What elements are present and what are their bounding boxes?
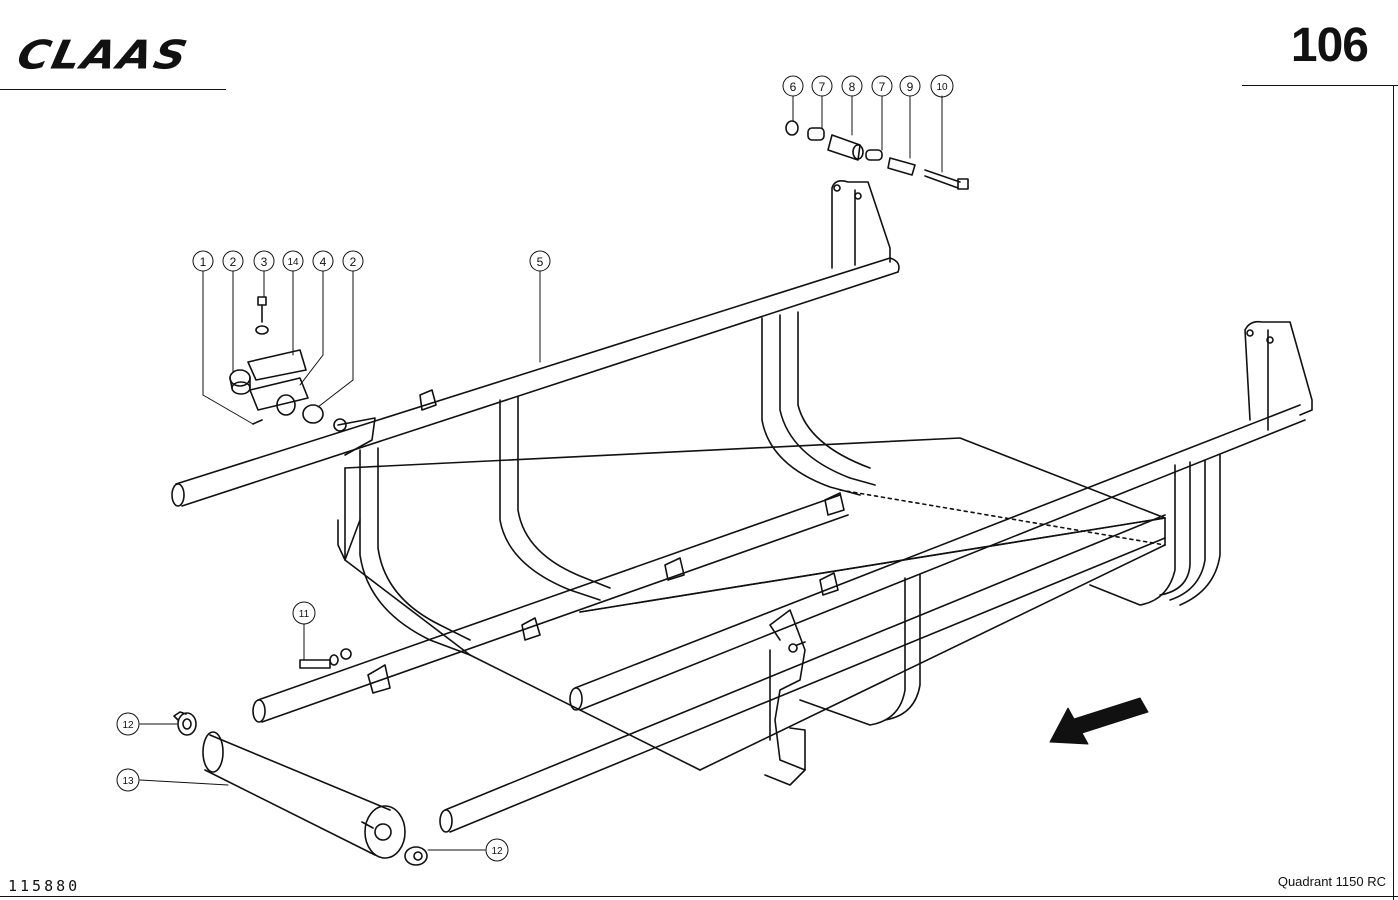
callout-9 (899, 75, 921, 97)
pin-assembly (785, 120, 969, 190)
model-name: Quadrant 1150 RC (1277, 874, 1386, 889)
callout-label-1: 1 (200, 255, 207, 269)
lower-front-tube (439, 514, 1166, 833)
callout-7b (871, 75, 893, 97)
drawing-number: 115880 (8, 877, 81, 895)
header-rule-right (1242, 85, 1398, 86)
callout-label-13: 13 (122, 776, 134, 787)
callout-label-12b: 12 (491, 846, 503, 857)
front-bracket (1244, 320, 1313, 431)
bushing-12-lower (404, 846, 428, 866)
callout-label-14: 14 (287, 257, 299, 268)
page-number: 106 (1290, 19, 1369, 72)
arrow-down-left-icon (1049, 697, 1149, 745)
callout-5 (529, 250, 551, 272)
callout-label-11: 11 (299, 609, 310, 620)
lower-left-tube (252, 494, 849, 723)
header-rule-left (0, 89, 226, 90)
callout-14 (282, 250, 304, 272)
callout-2a (222, 250, 244, 272)
callout-label-7a: 7 (819, 80, 826, 94)
bolt-11-assembly (299, 648, 352, 669)
callout-labels: 1 2 3 14 4 2 5 6 7 8 7 9 10 11 12 13 12 (122, 80, 948, 857)
frame-bottom-border (0, 896, 1398, 897)
callout-8 (841, 75, 863, 97)
callout-label-2a: 2 (230, 255, 237, 269)
callout-2b (342, 250, 364, 272)
callout-label-10: 10 (936, 82, 948, 93)
callout-4 (312, 250, 334, 272)
callout-label-2b: 2 (350, 255, 357, 269)
callout-label-5: 5 (537, 255, 544, 269)
frame-right-border (1393, 85, 1394, 900)
callout-label-12a: 12 (122, 720, 134, 731)
rear-top-rail (171, 257, 900, 507)
callout-circles (116, 74, 954, 862)
roller (202, 731, 406, 859)
u-hoops (359, 311, 1221, 741)
callout-3 (253, 250, 275, 272)
frame-brackets (337, 389, 845, 786)
callout-6 (782, 75, 804, 97)
callout-label-7b: 7 (879, 80, 886, 94)
rear-bracket (831, 180, 891, 269)
tray-plate (344, 437, 1166, 771)
front-top-rail (569, 404, 1306, 711)
leader-lines (139, 95, 943, 851)
callout-7a (811, 75, 833, 97)
callout-label-8: 8 (849, 80, 856, 94)
callout-label-3: 3 (261, 255, 268, 269)
bearing-bracket-assembly (229, 296, 347, 432)
callout-10 (930, 74, 954, 98)
callout-12a (116, 712, 140, 736)
callout-1 (192, 250, 214, 272)
callout-13 (116, 768, 140, 792)
callout-11 (292, 601, 316, 625)
callout-label-4: 4 (320, 255, 327, 269)
callout-12b (485, 838, 509, 862)
callout-label-6: 6 (790, 80, 797, 94)
bushing-12-upper (173, 711, 197, 736)
callout-label-9: 9 (907, 80, 914, 94)
